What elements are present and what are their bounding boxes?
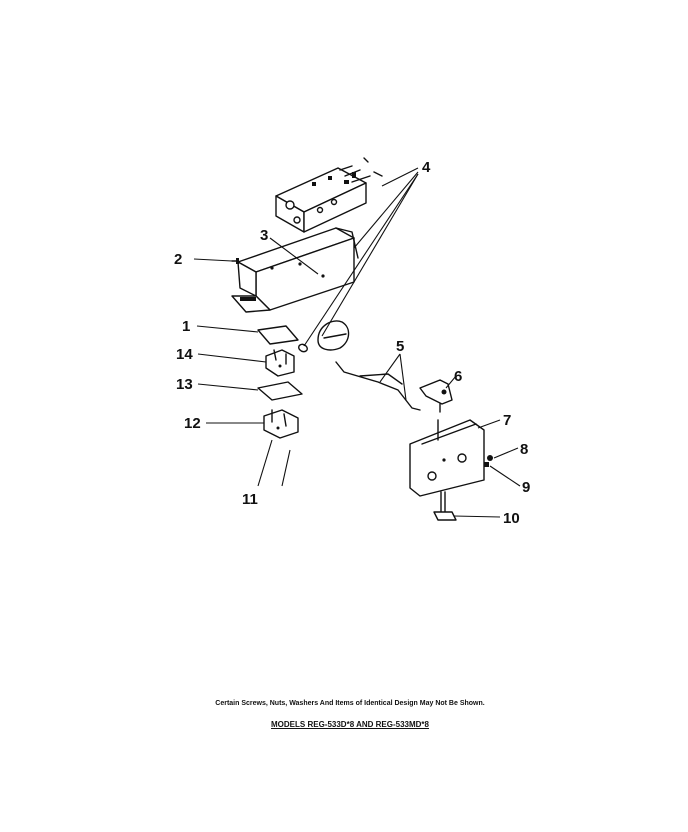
- callout-4: 4: [422, 159, 431, 176]
- lock-washer-part: [484, 462, 489, 467]
- callout-1: 1: [182, 318, 190, 335]
- callout-8: 8: [520, 441, 528, 458]
- callout-3: 3: [260, 227, 268, 244]
- callout-6: 6: [454, 368, 462, 385]
- callout-14: 14: [176, 346, 193, 363]
- linkage-rod-part: [335, 361, 421, 411]
- ignition-switch-part: [275, 157, 383, 233]
- footnote: Certain Screws, Nuts, Washers And Items …: [215, 700, 485, 707]
- switch-body-lower-part: [263, 409, 299, 439]
- nut-part: [487, 455, 493, 461]
- callout-5: 5: [396, 338, 404, 355]
- pin-part: [433, 491, 457, 521]
- leader-lines: [193, 167, 521, 518]
- actuator-lever-part: [419, 379, 453, 413]
- callout-12: 12: [184, 415, 201, 432]
- screw-part: [231, 258, 239, 264]
- callout-13: 13: [176, 376, 193, 393]
- switch-bracket-part: [409, 419, 485, 497]
- cam-part: [317, 320, 350, 351]
- insulator-plate-part: [257, 325, 299, 345]
- spring-clip-part: [297, 343, 309, 353]
- callout-10: 10: [503, 510, 520, 527]
- callout-2: 2: [174, 251, 182, 268]
- callout-9: 9: [522, 479, 530, 496]
- gasket-part: [257, 381, 303, 401]
- callout-7: 7: [503, 412, 511, 429]
- mounting-bracket-part: [231, 227, 359, 313]
- callout-11: 11: [242, 491, 258, 508]
- model-numbers: MODELS REG-533D*8 AND REG-533MD*8: [271, 720, 429, 729]
- switch-body-upper-part: [265, 349, 295, 377]
